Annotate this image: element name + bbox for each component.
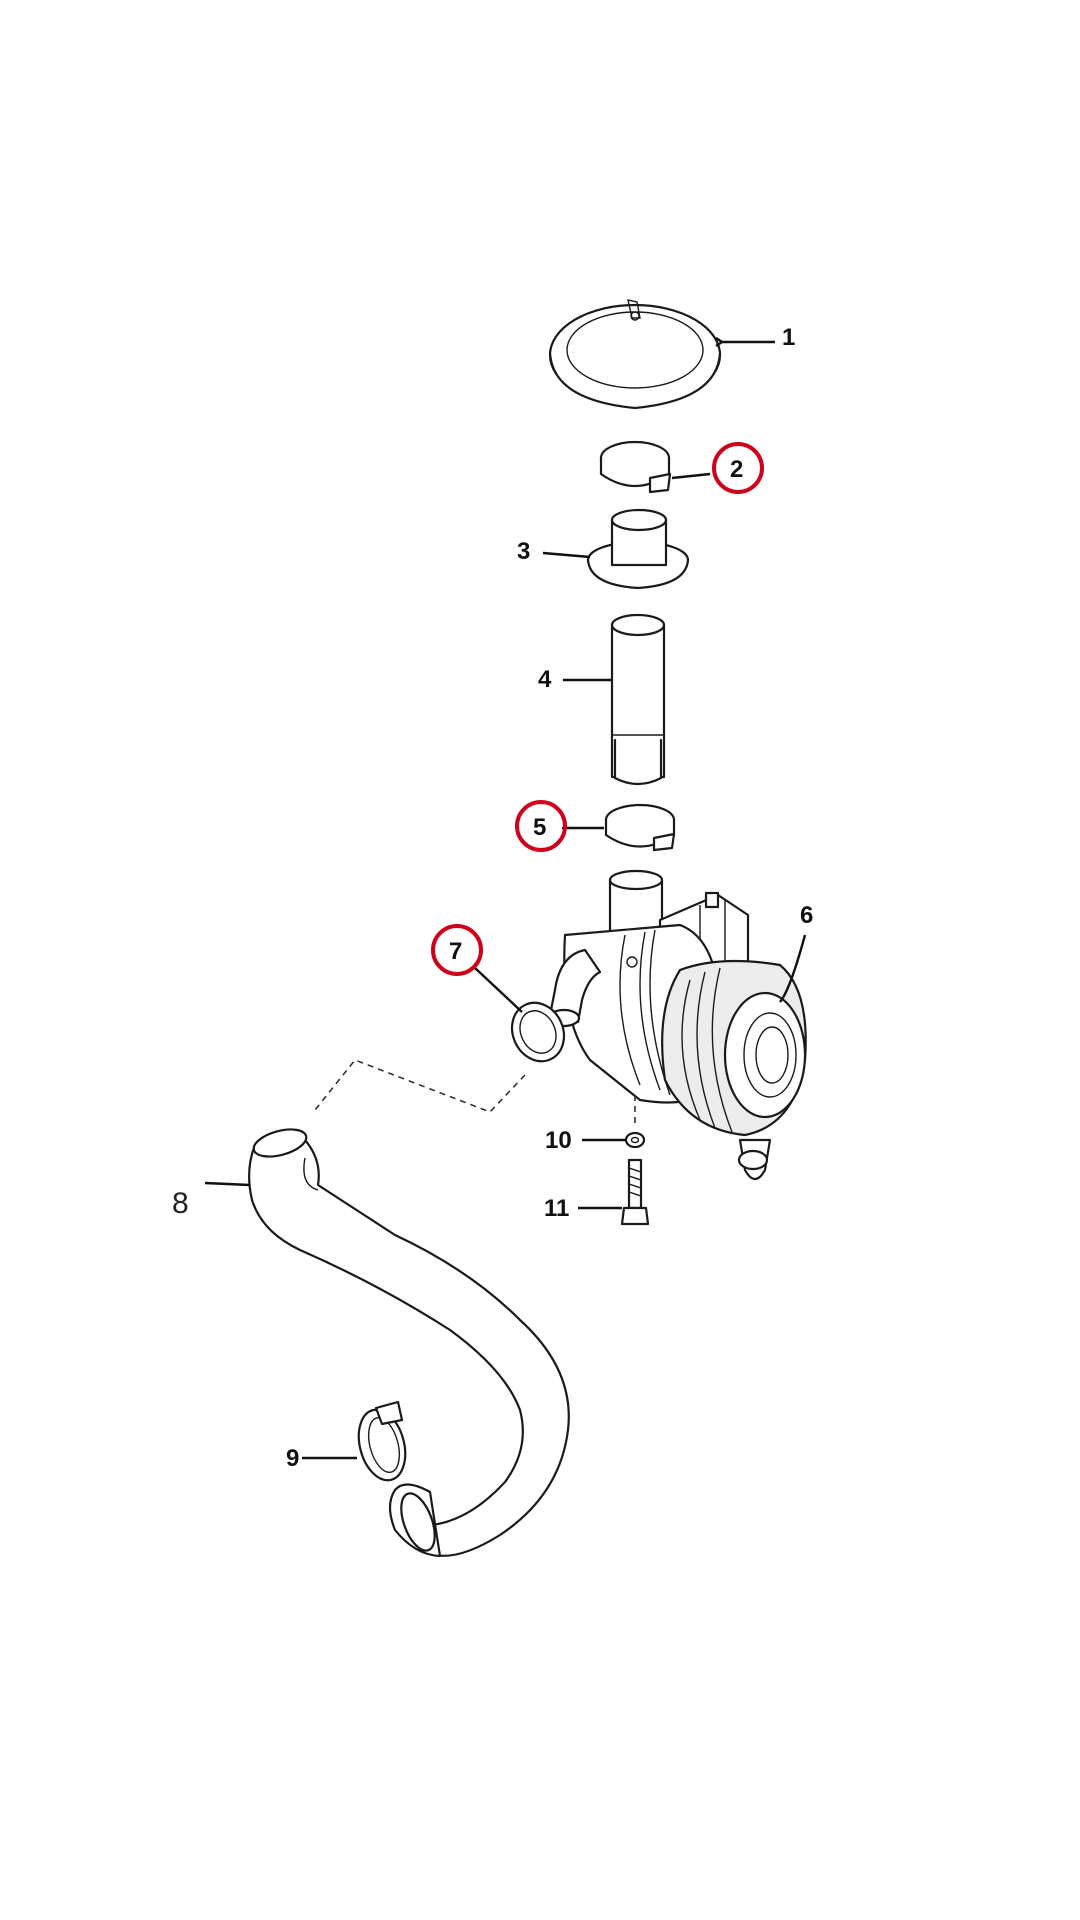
part-1-cap <box>548 299 722 410</box>
part-2-clamp <box>599 440 672 494</box>
callout-labels: 1 2 3 4 5 6 7 8 9 10 11 <box>172 324 813 1472</box>
arrow-1 <box>715 337 725 347</box>
callout-1: 1 <box>782 324 795 351</box>
part-6-air-filter-housing <box>547 869 807 1181</box>
callout-11: 11 <box>544 1195 569 1222</box>
callout-8: 8 <box>172 1187 189 1220</box>
leader-8 <box>204 1181 251 1187</box>
callout-3: 3 <box>517 538 530 565</box>
part-7-seal <box>510 1001 566 1063</box>
leader-7 <box>474 967 523 1013</box>
highlight-ring-5 <box>515 800 567 852</box>
callout-7: 7 <box>449 938 462 965</box>
leader-6 <box>779 934 807 1003</box>
leader-3 <box>542 551 591 559</box>
part-10-washer <box>624 1131 646 1149</box>
part-11-bolt <box>620 1158 650 1226</box>
callout-10: 10 <box>545 1127 572 1154</box>
callout-5: 5 <box>533 814 546 841</box>
part-9-clamp <box>357 1400 407 1482</box>
callout-2: 2 <box>730 456 743 483</box>
leader-lines <box>204 337 807 1460</box>
part-3-flange <box>586 508 690 590</box>
highlight-ring-7 <box>431 924 483 976</box>
callout-4: 4 <box>538 666 552 693</box>
part-5-clamp <box>604 803 676 852</box>
callout-6: 6 <box>800 902 813 929</box>
highlight-rings <box>431 442 764 976</box>
callout-9: 9 <box>286 1445 299 1472</box>
part-8-hose <box>248 1128 570 1558</box>
part-4-tube <box>610 613 666 786</box>
highlight-ring-2 <box>712 442 764 494</box>
assembly-dashed-line <box>314 1059 526 1113</box>
leader-2 <box>671 472 711 480</box>
